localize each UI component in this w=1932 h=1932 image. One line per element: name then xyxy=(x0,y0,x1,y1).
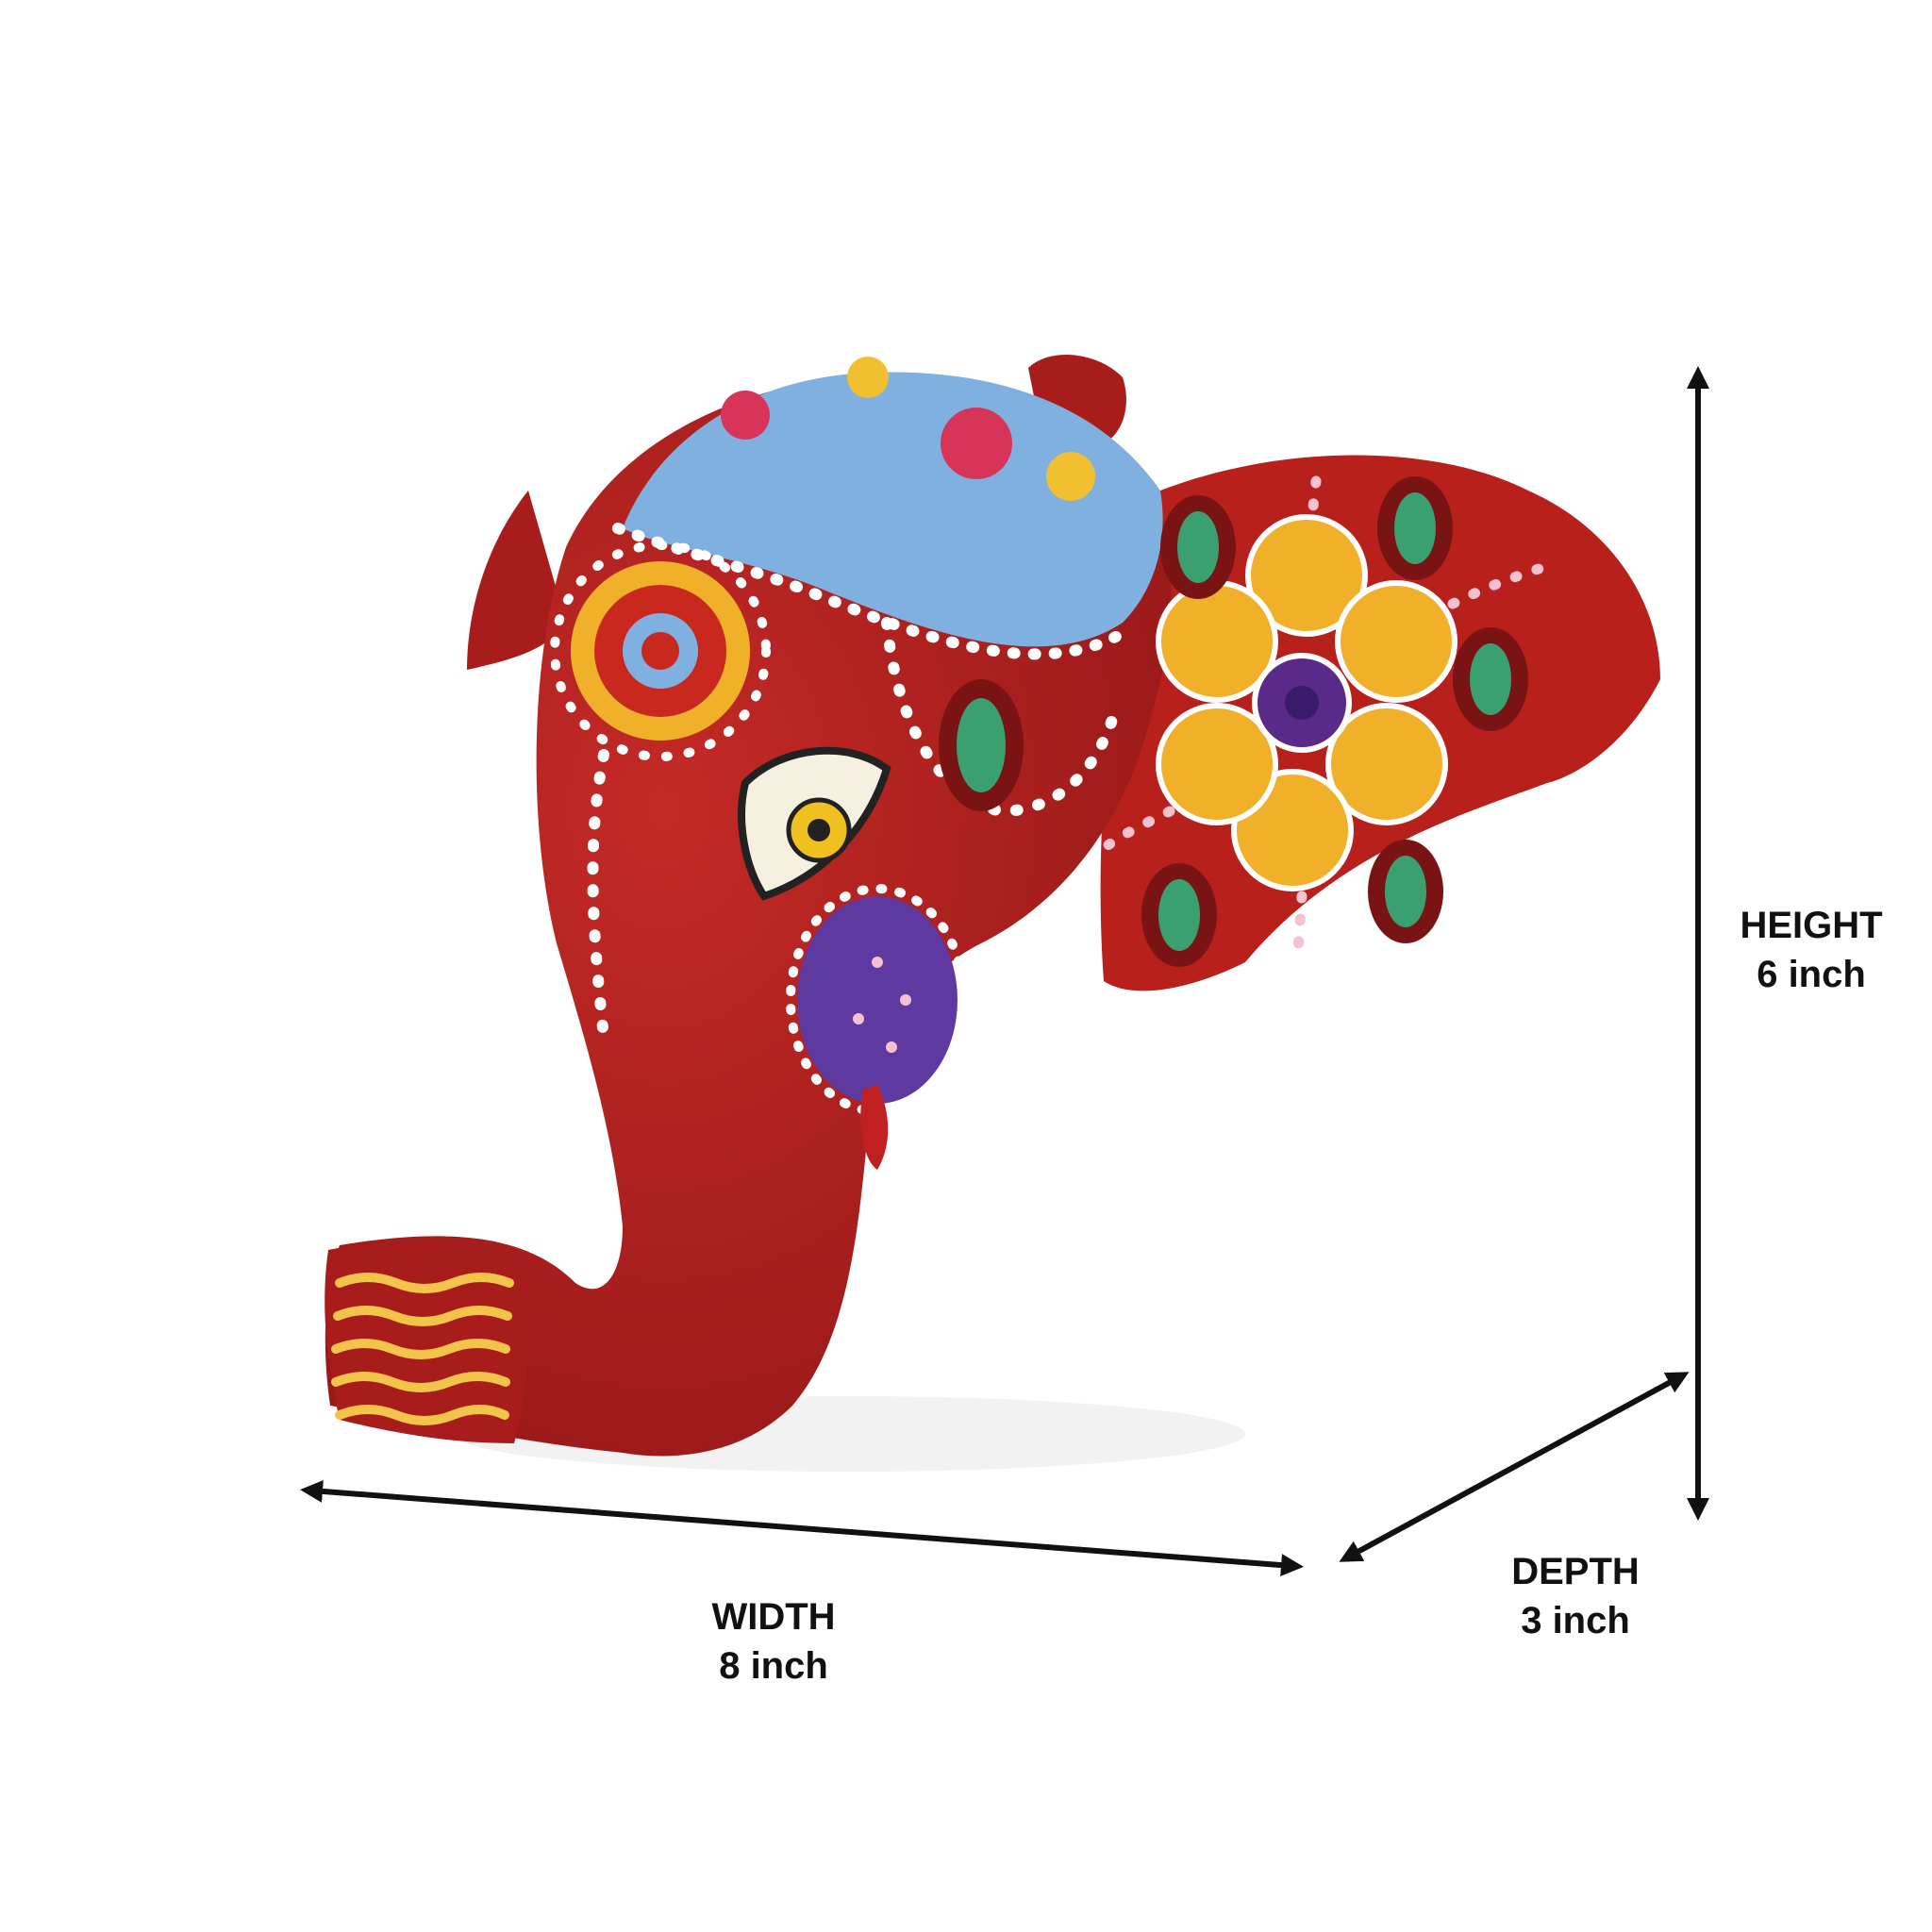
depth-title: DEPTH xyxy=(1511,1551,1640,1592)
side-leaf xyxy=(939,679,1024,811)
width-label: WIDTH 8 inch xyxy=(679,1592,868,1690)
eye xyxy=(738,746,891,901)
headpiece-flower-pink xyxy=(941,408,1012,479)
head-trunk xyxy=(325,375,1172,1457)
depth-value: 3 inch xyxy=(1521,1600,1630,1641)
trunk-stripes xyxy=(331,1273,514,1425)
elephant-head xyxy=(325,355,1660,1457)
ear-dots xyxy=(1098,475,1553,968)
headpiece-rim xyxy=(612,523,1133,660)
width-value: 8 inch xyxy=(719,1645,828,1687)
ear-flower xyxy=(1156,514,1457,891)
headpiece-flower-yellow xyxy=(1046,452,1095,501)
height-value: 6 inch xyxy=(1757,954,1866,995)
headpiece xyxy=(623,372,1163,647)
forehead-medallion xyxy=(550,541,771,761)
width-arrow xyxy=(300,1479,1304,1577)
height-title: HEIGHT xyxy=(1740,905,1883,946)
left-ear xyxy=(467,491,566,670)
tusk xyxy=(860,1085,889,1170)
height-label: HEIGHT 6 inch xyxy=(1717,901,1906,999)
headpiece-flower-pink-2 xyxy=(721,391,770,440)
depth-arrow xyxy=(1339,1372,1690,1562)
ear-leaves xyxy=(1141,476,1528,967)
depth-label: DEPTH 3 inch xyxy=(1481,1547,1670,1645)
width-title: WIDTH xyxy=(711,1596,836,1638)
headpiece-flower-yellow-2 xyxy=(847,357,889,398)
trunk-tip xyxy=(325,1242,530,1443)
